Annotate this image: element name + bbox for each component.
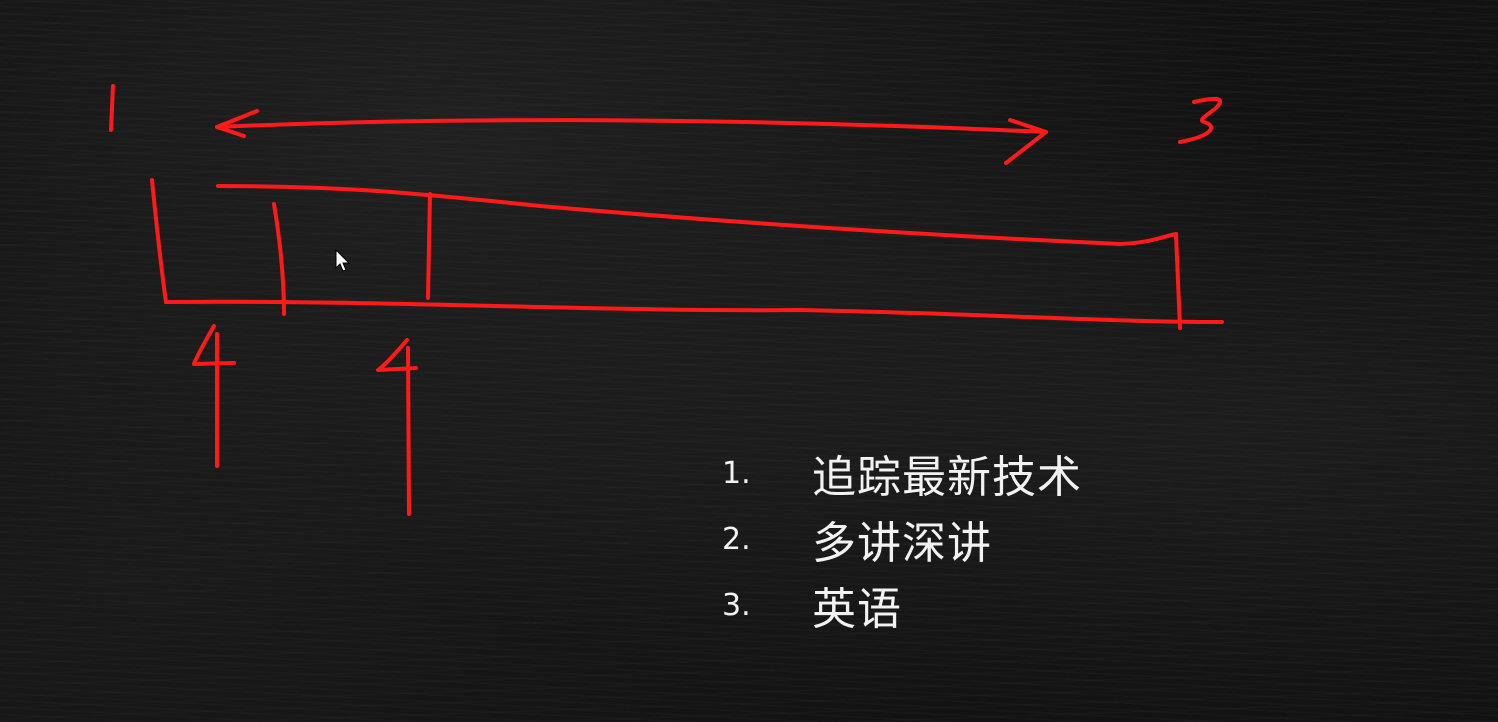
mark-3 [1178, 96, 1223, 144]
mark-1 [109, 84, 115, 132]
list-item-number: 1. [722, 455, 751, 491]
container-top [216, 184, 1178, 246]
container-left-wall [150, 178, 168, 304]
divider-2 [426, 192, 432, 300]
mark-4-right [376, 338, 418, 516]
list-item: 2. 多讲深讲 [722, 506, 1082, 572]
arrow-left-head [215, 109, 259, 138]
list-item: 3. 英语 [722, 572, 1082, 638]
list-item: 1. 追踪最新技术 [722, 440, 1082, 506]
arrow-shaft [215, 118, 1048, 134]
arrow-pointer-icon [335, 249, 351, 272]
divider-1 [272, 202, 286, 316]
mark-4-left [192, 324, 236, 468]
list-item-number: 3. [722, 587, 751, 623]
numbered-list: 1. 追踪最新技术 2. 多讲深讲 3. 英语 [722, 440, 1082, 638]
container-bottom [164, 299, 1224, 324]
list-item-number: 2. [722, 521, 751, 557]
arrow-right-head [1004, 118, 1048, 165]
list-item-text: 英语 [812, 584, 902, 635]
list-item-text: 多讲深讲 [812, 518, 992, 569]
container-right-wall [1174, 232, 1182, 330]
list-item-text: 追踪最新技术 [812, 452, 1082, 503]
